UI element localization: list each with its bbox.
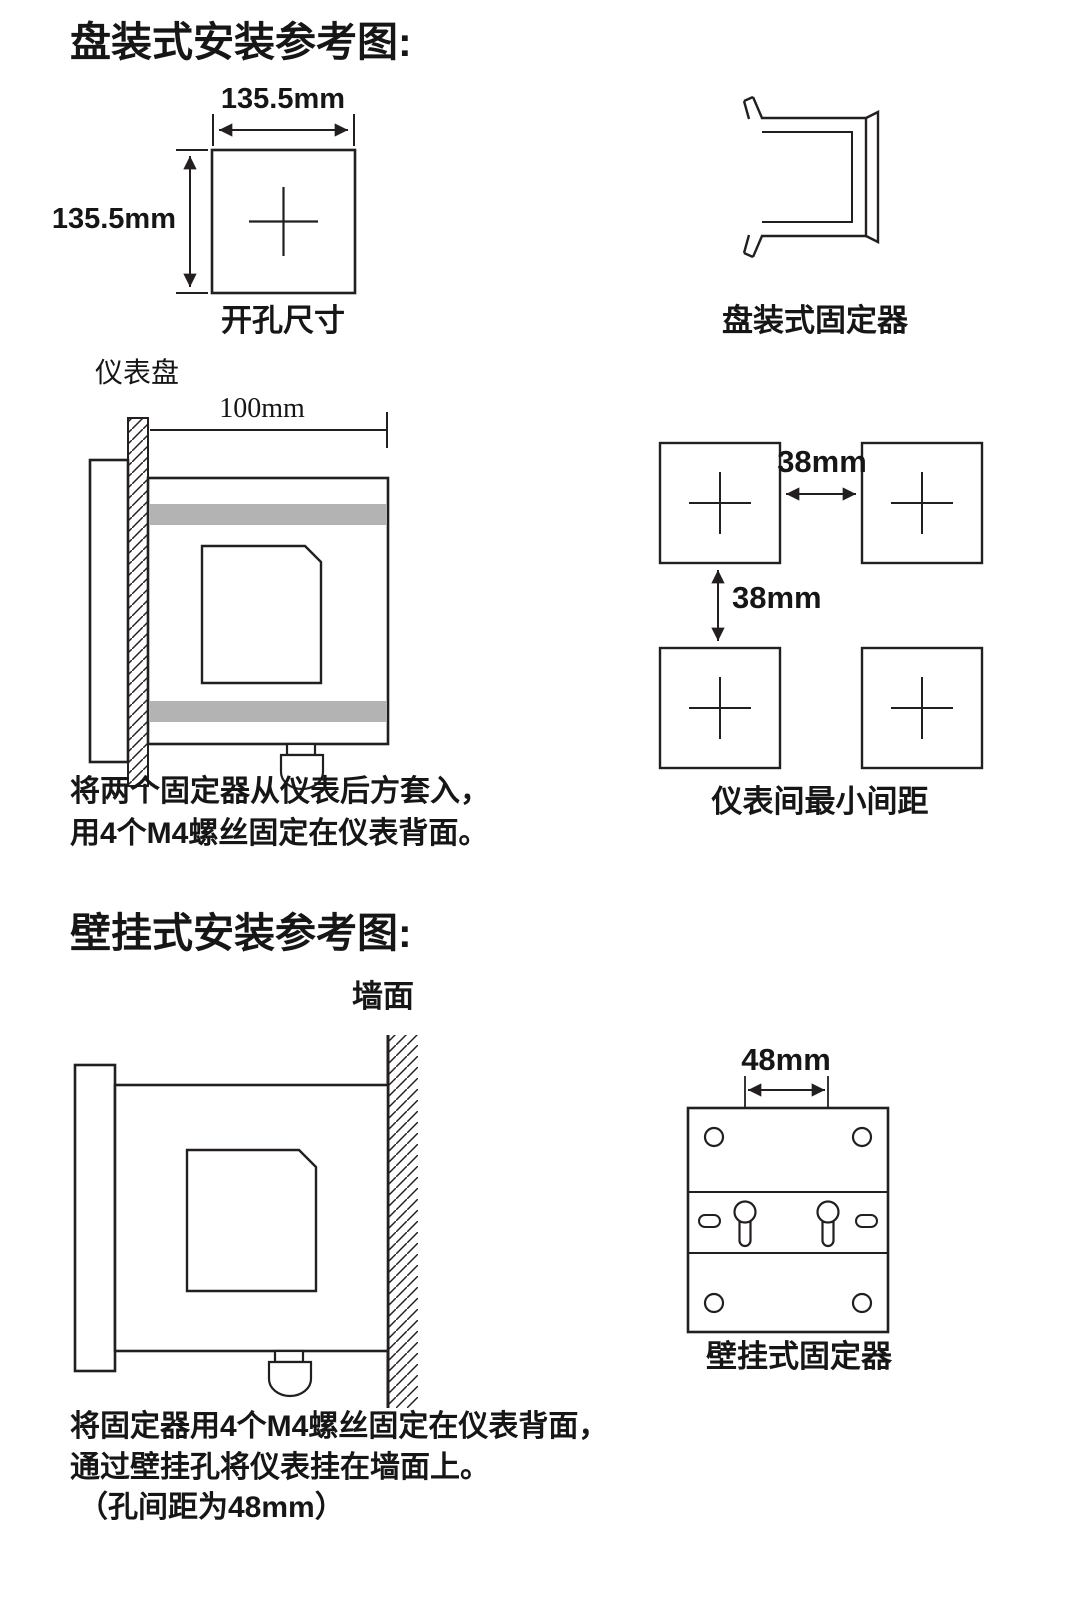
cutout-square xyxy=(210,148,357,295)
panel-fixer-caption: 盘装式固定器 xyxy=(722,303,909,338)
wall-bracket-caption: 壁挂式固定器 xyxy=(706,1339,893,1374)
terminal-window xyxy=(200,544,323,685)
wall-side-view xyxy=(73,1035,418,1408)
bracket-plate xyxy=(686,1106,890,1334)
wall-note-line3: （孔间距为48mm） xyxy=(78,1490,345,1524)
panel-note-line1: 将两个固定器从仪表后方套入， xyxy=(70,774,490,808)
terminal-window-wall xyxy=(185,1148,318,1293)
cable-gland xyxy=(279,742,325,791)
cutout-height-dim: 135.5mm xyxy=(52,203,176,235)
spacing-h-dim: 38mm xyxy=(777,444,867,479)
wall-label: 墙面 xyxy=(352,979,414,1014)
wall-mount-title: 壁挂式安装参考图: xyxy=(70,910,412,956)
panel-hatched xyxy=(127,417,149,787)
fixer-bar-top xyxy=(149,504,387,525)
bracket-corner-holes xyxy=(703,1126,873,1314)
spacing-diagram: 38mm 38mm 仪表间最小间距 xyxy=(658,441,984,819)
cutout-caption: 开孔尺寸 xyxy=(221,303,345,338)
spacing-v-dim: 38mm xyxy=(732,580,822,615)
cutout-drawing: 135.5mm 135.5mm 开孔尺寸 xyxy=(52,83,357,338)
instrument-bezel xyxy=(88,458,130,764)
spacing-caption: 仪表间最小间距 xyxy=(711,784,929,819)
cable-gland-wall xyxy=(267,1349,313,1398)
bracket-keyholes xyxy=(733,1200,840,1248)
bracket-dim-label: 48mm xyxy=(741,1042,831,1077)
panel-mount-title: 盘装式安装参考图: xyxy=(70,19,412,65)
wall-note-line1: 将固定器用4个M4螺丝固定在仪表背面， xyxy=(70,1409,608,1443)
wall-note-line2: 通过壁挂孔将仪表挂在墙面上。 xyxy=(70,1451,490,1484)
panel-side-view: 仪表盘 100mm xyxy=(88,357,390,791)
panel-fixer-drawing xyxy=(742,95,880,259)
cutout-width-dim: 135.5mm xyxy=(221,83,345,115)
cutout-cross xyxy=(249,187,318,256)
instrument-bezel-wall xyxy=(73,1063,117,1373)
instrument-panel-label: 仪表盘 xyxy=(95,357,179,389)
wall-hatched xyxy=(388,1035,418,1408)
spacing-crosses xyxy=(689,472,953,739)
depth-dim-label: 100mm xyxy=(219,393,305,424)
wall-bracket-drawing: 48mm xyxy=(686,1042,890,1334)
panel-note-line2: 用4个M4螺丝固定在仪表背面。 xyxy=(70,816,488,850)
fixer-bar-bottom xyxy=(149,701,387,722)
bracket-side-slots xyxy=(698,1214,878,1228)
